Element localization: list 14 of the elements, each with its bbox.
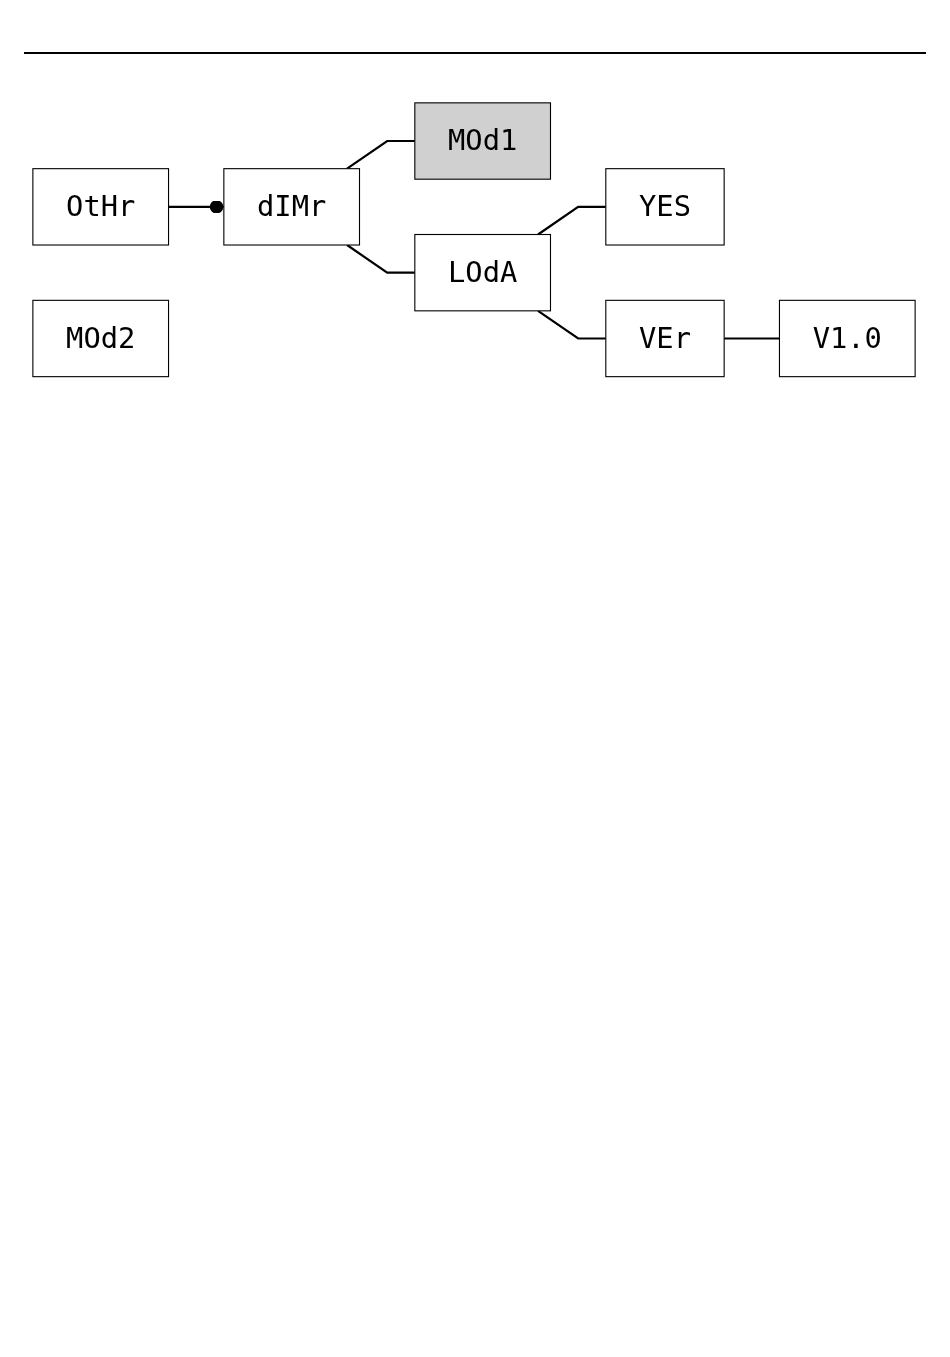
node-box: YES (605, 168, 725, 246)
node-box: V1.0 (778, 299, 916, 378)
node-box: dIMr (223, 168, 361, 246)
node-box: VEr (605, 299, 725, 378)
node-box: MOd2 (32, 299, 170, 378)
connector (346, 139, 415, 170)
connector (724, 337, 780, 340)
connector (346, 244, 415, 274)
node-box: MOd1 (414, 102, 552, 180)
node-box: LOdA (414, 233, 552, 312)
node-box: OtHr (32, 168, 170, 246)
connector (537, 309, 606, 340)
connector (168, 200, 224, 214)
connector (537, 205, 606, 236)
